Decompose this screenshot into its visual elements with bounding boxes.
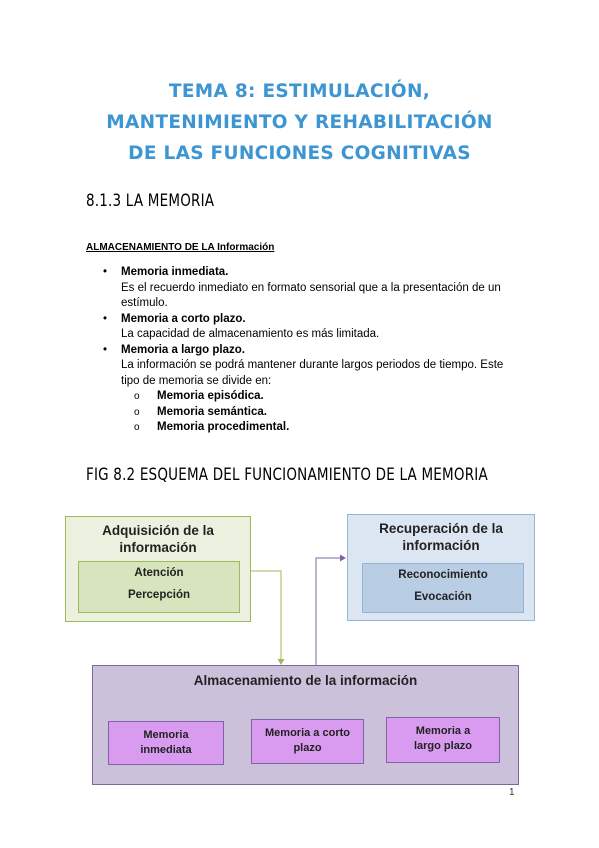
acquisition-inner-box: Atención Percepción bbox=[78, 561, 240, 613]
acquisition-title: Adquisición de la información bbox=[66, 522, 250, 556]
perception-label: Percepción bbox=[128, 589, 190, 601]
acquisition-box: Adquisición de la información Atención P… bbox=[65, 516, 251, 622]
title-line-3: DE LAS FUNCIONES COGNITIVAS bbox=[128, 143, 471, 164]
immediate-memory-label: Memoria inmediata bbox=[109, 728, 223, 758]
retrieval-title-line-2: información bbox=[402, 538, 480, 553]
retrieval-inner-box: Reconocimiento Evocación bbox=[362, 563, 524, 613]
storage-inner-box-immediate: Memoria inmediata bbox=[108, 721, 224, 765]
bullet: • bbox=[103, 343, 108, 356]
long-term-memory-line-1: Memoria a bbox=[415, 725, 471, 737]
list-item-text: La información se podrá mantener durante… bbox=[121, 359, 504, 387]
bullet: • bbox=[103, 266, 108, 278]
storage-title: Almacenamiento de la información bbox=[193, 673, 418, 688]
acquisition-title-line-1: Adquisición de la bbox=[102, 523, 214, 538]
evocation-label: Evocación bbox=[414, 591, 472, 603]
recognition-label: Reconocimiento bbox=[398, 569, 488, 581]
long-term-memory-label: Memoria a largo plazo bbox=[387, 724, 499, 754]
long-term-memory-line-2: largo plazo bbox=[413, 740, 473, 752]
title-line-2: MANTENIMIENTO Y REHABILITACIÓN bbox=[106, 112, 493, 133]
figure-caption: FIG 8.2 ESQUEMA DEL FUNCIONAMIENTO DE LA… bbox=[86, 464, 488, 485]
short-term-memory-line-2: plazo bbox=[293, 742, 322, 754]
memory-types-list: • Memoria inmediata. Es el recuerdo inme… bbox=[103, 265, 523, 436]
sub-list-item-text: Memoria semántica. bbox=[157, 405, 267, 418]
short-term-memory-label: Memoria a corto plazo bbox=[252, 726, 363, 756]
list-item-title: Memoria a corto plazo. bbox=[121, 312, 246, 325]
list-item-title: Memoria inmediata. bbox=[121, 266, 229, 278]
acquisition-to-storage-arrow bbox=[251, 570, 285, 665]
retrieval-box: Recuperación de la información Reconocim… bbox=[347, 514, 535, 621]
sub-bullet: o bbox=[134, 422, 140, 433]
acquisition-title-line-2: información bbox=[119, 540, 197, 555]
immediate-memory-line-1: Memoria bbox=[143, 729, 189, 741]
bullet: • bbox=[103, 312, 108, 325]
sub-list-item: o Memoria episódica. bbox=[134, 389, 523, 405]
storage-box: Almacenamiento de la información Memoria… bbox=[92, 665, 519, 785]
title-line-1: TEMA 8: ESTIMULACIÓN, bbox=[168, 81, 431, 102]
list-item: • Memoria a largo plazo. La información … bbox=[103, 343, 523, 436]
attention-label: Atención bbox=[134, 567, 184, 579]
list-item-text: Es el recuerdo inmediato en formato sens… bbox=[121, 281, 501, 310]
section-heading: 8.1.3 LA MEMORIA bbox=[86, 190, 215, 211]
sub-list-item-text: Memoria episódica. bbox=[157, 390, 264, 402]
storage-inner-box-long-term: Memoria a largo plazo bbox=[386, 717, 500, 763]
document-title: TEMA 8: ESTIMULACIÓN, MANTENIMIENTO Y RE… bbox=[0, 76, 599, 169]
list-item-title: Memoria a largo plazo. bbox=[121, 343, 245, 356]
short-term-memory-line-1: Memoria a corto bbox=[265, 727, 350, 739]
list-item: • Memoria a corto plazo. La capacidad de… bbox=[103, 312, 523, 343]
retrieval-title: Recuperación de la información bbox=[348, 520, 534, 554]
page-number: 1 bbox=[509, 787, 515, 798]
sub-list-item: o Memoria semántica. bbox=[134, 405, 523, 421]
storage-inner-box-short-term: Memoria a corto plazo bbox=[251, 719, 364, 764]
immediate-memory-line-2: inmediata bbox=[140, 744, 192, 756]
sub-bullet: o bbox=[134, 406, 140, 418]
sub-bullet: o bbox=[134, 391, 140, 402]
retrieval-title-line-1: Recuperación de la bbox=[379, 521, 503, 536]
storage-to-retrieval-arrow bbox=[315, 554, 346, 665]
sub-list-item: o Memoria procedimental. bbox=[134, 420, 523, 436]
list-item: • Memoria inmediata. Es el recuerdo inme… bbox=[103, 265, 523, 312]
subsection-heading: ALMACENAMIENTO DE LA Información bbox=[86, 242, 275, 253]
sub-list-item-text: Memoria procedimental. bbox=[157, 421, 290, 433]
list-item-text: La capacidad de almacenamiento es más li… bbox=[121, 328, 380, 340]
